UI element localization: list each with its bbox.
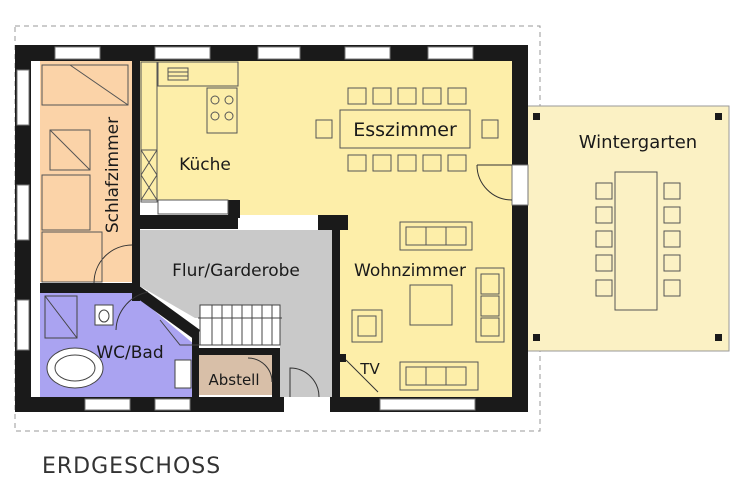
window xyxy=(16,69,30,126)
window xyxy=(344,46,391,60)
wintergarten-corner-post xyxy=(533,334,540,341)
staircase xyxy=(159,304,282,346)
storage-door-swing xyxy=(247,357,273,383)
room-label-esszimmer: Esszimmer xyxy=(353,119,457,141)
interior-wall xyxy=(228,200,240,218)
living-furniture xyxy=(351,221,505,391)
interior-wall xyxy=(272,350,280,400)
window xyxy=(16,299,30,351)
window xyxy=(84,398,131,411)
living-area-floor xyxy=(138,60,512,400)
terrace-door-opening xyxy=(511,164,529,206)
abstell-floor xyxy=(198,355,272,395)
bath-door-swing xyxy=(115,291,149,331)
living-door-swing xyxy=(345,359,379,393)
wintergarten-corner-post xyxy=(715,113,722,120)
room-label-wcbad: WC/Bad xyxy=(96,343,163,363)
window xyxy=(427,46,474,60)
room-label-wohnzimmer: Wohnzimmer xyxy=(354,261,466,281)
interior-wall xyxy=(336,354,346,362)
room-label-schlafzimmer: Schlafzimmer xyxy=(103,117,123,233)
kitchen-furniture xyxy=(140,61,239,215)
window xyxy=(16,184,30,241)
window xyxy=(54,46,101,60)
wintergarten-corner-post xyxy=(715,334,722,341)
wintergarten-area xyxy=(526,105,730,352)
interior-wall xyxy=(40,283,138,293)
room-label-kueche: Küche xyxy=(179,155,231,175)
window xyxy=(154,398,191,411)
room-label-wintergarten: Wintergarten xyxy=(579,132,697,153)
floor-title: ERDGESCHOSS xyxy=(42,454,222,479)
interior-wall xyxy=(332,215,340,400)
wintergarten-corner-post xyxy=(533,113,540,120)
wintergarten-furniture xyxy=(595,171,681,311)
exterior-wall-right xyxy=(512,45,528,412)
bedroom-door-swing xyxy=(93,244,133,284)
window xyxy=(257,46,301,60)
interior-wall xyxy=(192,348,280,355)
front-door-swing xyxy=(289,367,320,398)
interior-wall xyxy=(132,45,140,290)
bathroom-furniture xyxy=(44,295,192,389)
interior-wall xyxy=(192,330,199,400)
room-label-abstell: Abstell xyxy=(208,371,259,389)
window xyxy=(379,398,476,411)
room-label-tv: TV xyxy=(359,360,380,378)
window xyxy=(154,46,211,60)
interior-wall xyxy=(138,215,238,229)
room-label-flur: Flur/Garderobe xyxy=(172,261,300,281)
bedroom-furniture xyxy=(41,64,129,283)
front-door-opening xyxy=(284,397,330,412)
terrace-door-swing xyxy=(476,164,513,201)
interior-wall xyxy=(134,285,200,340)
dining-set xyxy=(315,87,499,172)
